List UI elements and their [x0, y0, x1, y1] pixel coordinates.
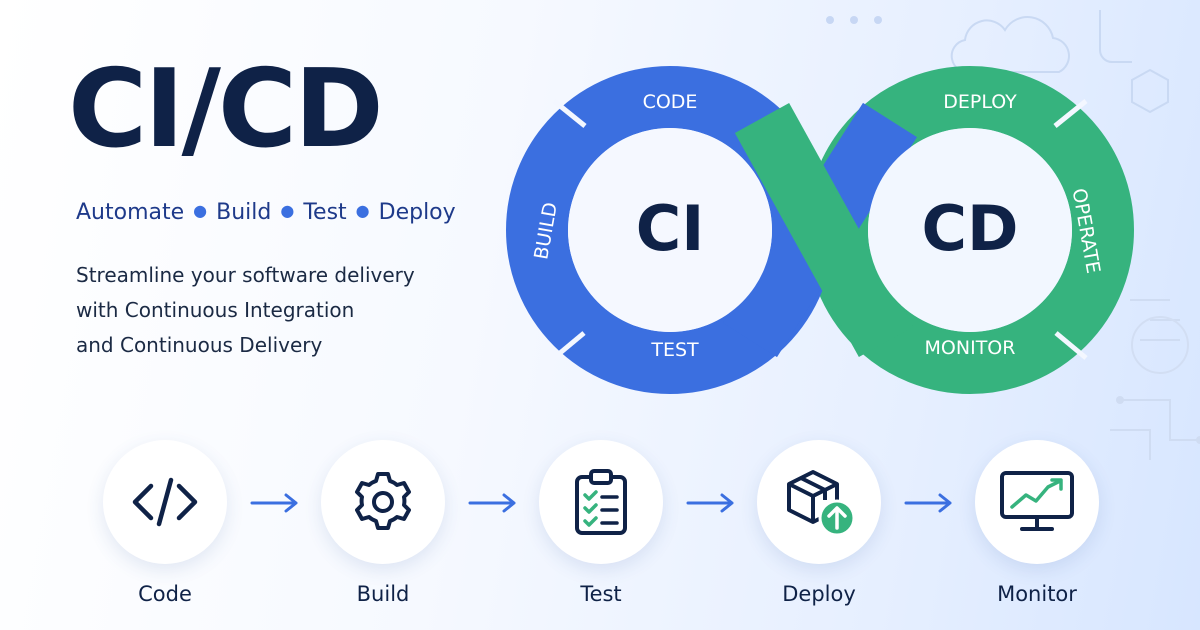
bullet-dot-icon: ● [280, 201, 295, 220]
description-line: Streamline your software delivery [76, 263, 415, 287]
monitor-chart-icon [1000, 471, 1074, 531]
arrow-right-icon [468, 493, 516, 513]
ci-stage-test: TEST [650, 339, 699, 361]
step-deploy-circle [757, 440, 881, 564]
step-test-circle [539, 440, 663, 564]
ci-center-label: CI [636, 192, 705, 265]
step-test: Test [526, 440, 676, 606]
clipboard-checklist-icon [575, 469, 627, 535]
cd-center-label: CD [922, 192, 1019, 265]
step-deploy: Deploy [744, 440, 894, 606]
pipeline-steps: Code Build Test [90, 440, 1120, 620]
step-label: Code [138, 582, 192, 606]
arrow-right-icon [904, 493, 952, 513]
arrow-right-icon [250, 493, 298, 513]
arrow-right-icon [686, 493, 734, 513]
step-monitor-circle [975, 440, 1099, 564]
step-label: Test [580, 582, 622, 606]
cicd-infinity-loop: CI CD CODE BUILD TEST DEPLOY OPERATE MON… [506, 66, 1134, 394]
package-upload-icon [787, 470, 856, 537]
step-label: Deploy [782, 582, 856, 606]
page-title: CI/CD [68, 47, 384, 172]
description-line: with Continuous Integration [76, 298, 355, 322]
bullet-dot-icon: ● [193, 201, 208, 220]
bullet-dot-icon: ● [355, 201, 370, 220]
description-line: and Continuous Delivery [76, 333, 323, 357]
gear-icon [355, 472, 411, 530]
code-brackets-icon [132, 477, 198, 527]
step-build-circle [321, 440, 445, 564]
cd-stage-monitor: MONITOR [925, 337, 1016, 359]
step-code: Code [90, 440, 240, 606]
tagline-word: Automate [76, 200, 185, 225]
tagline-word: Deploy [378, 200, 456, 225]
tagline: Automate ● Build ● Test ● Deploy [76, 200, 456, 225]
tagline-word: Build [216, 200, 272, 225]
step-label: Build [356, 582, 410, 606]
step-build: Build [308, 440, 458, 606]
step-monitor: Monitor [962, 440, 1112, 606]
step-code-circle [103, 440, 227, 564]
ci-stage-code: CODE [643, 91, 698, 113]
step-label: Monitor [997, 582, 1077, 606]
tagline-word: Test [303, 200, 347, 225]
cd-stage-deploy: DEPLOY [943, 91, 1017, 113]
description: Streamline your software delivery with C… [76, 258, 496, 363]
